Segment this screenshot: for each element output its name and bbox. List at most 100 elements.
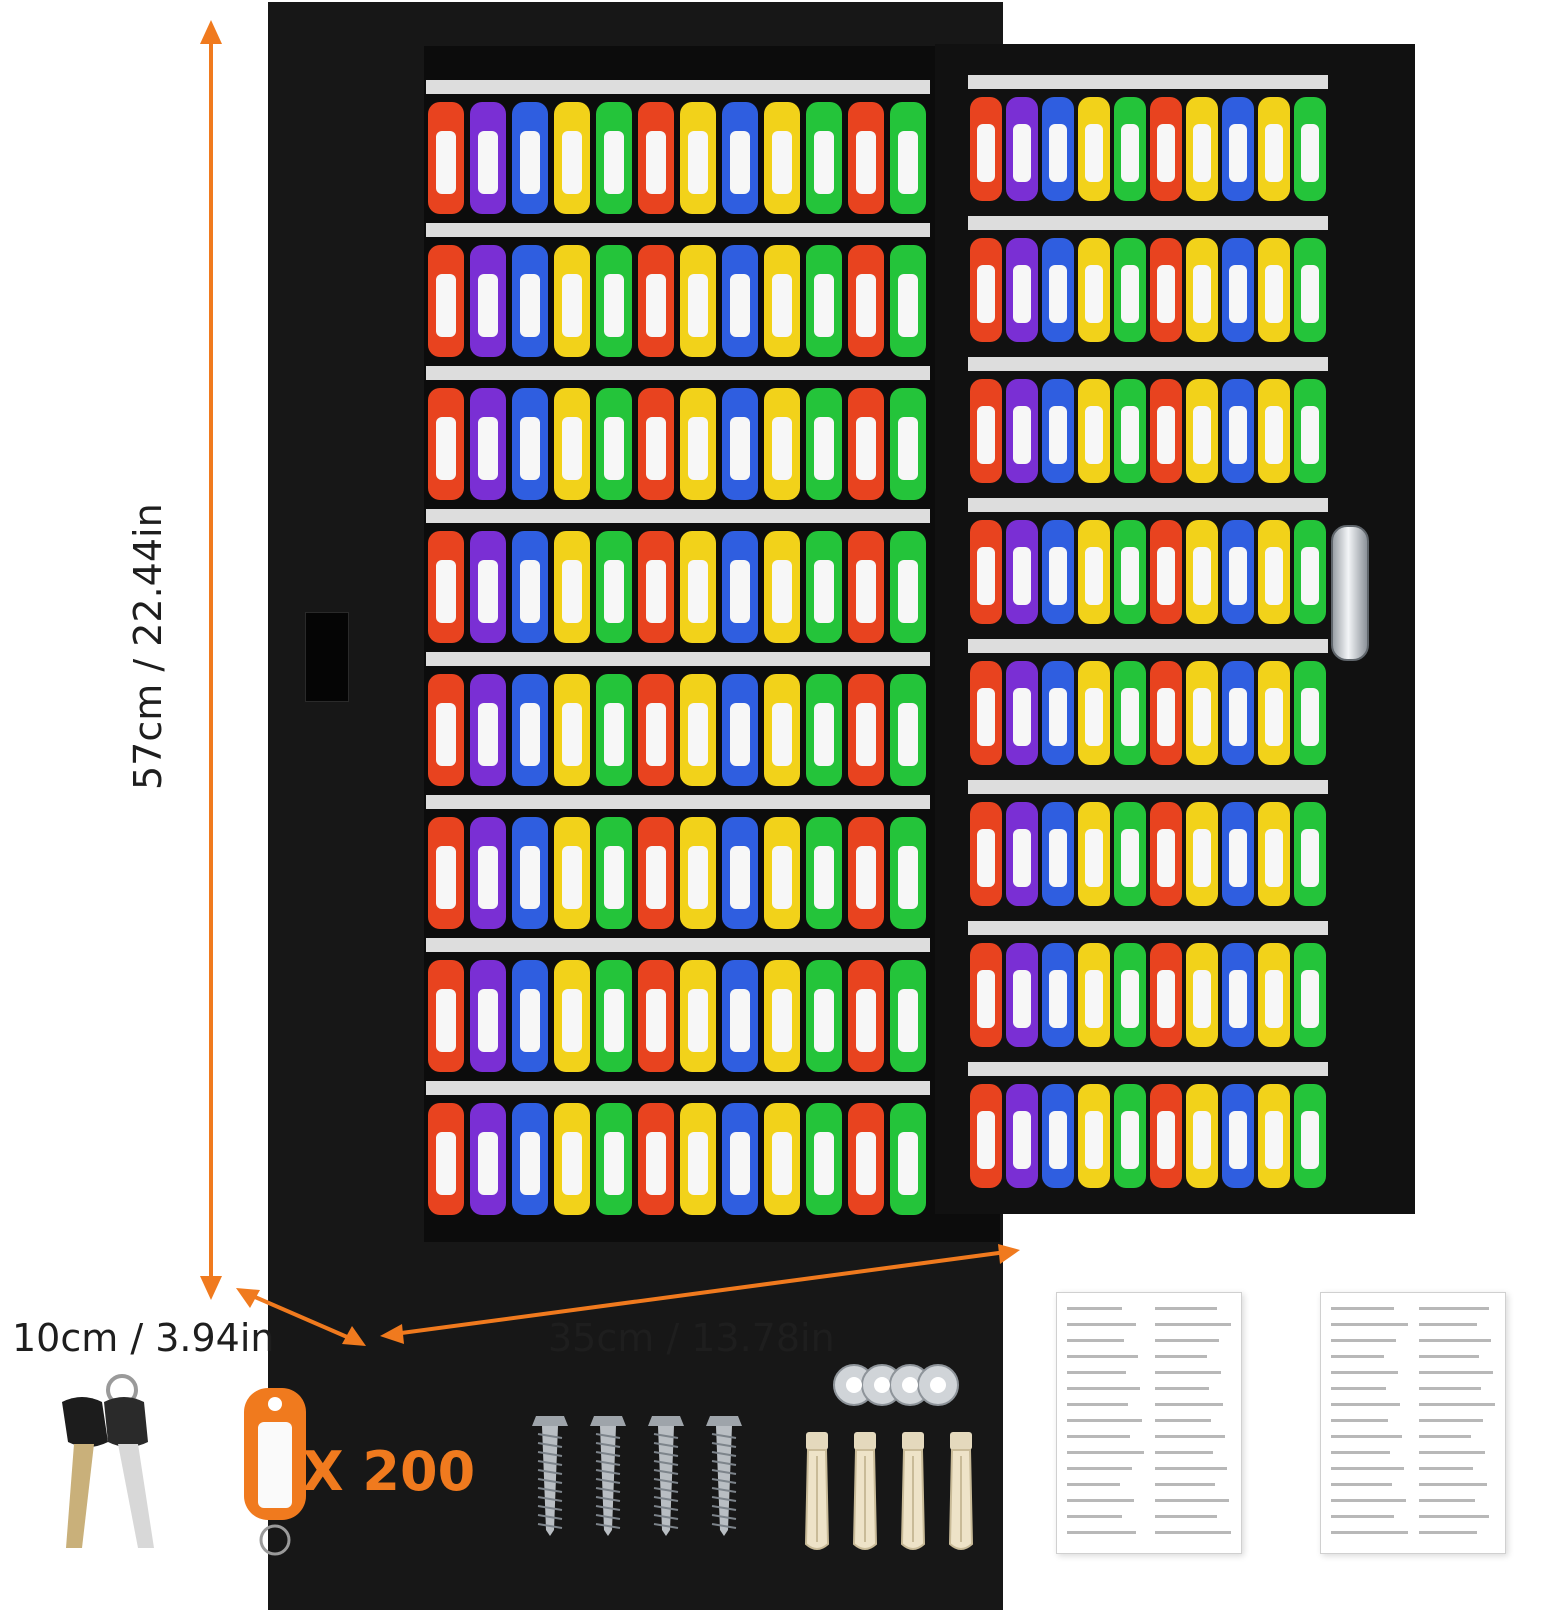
manual-text-line bbox=[1067, 1387, 1140, 1390]
key-tag-icon bbox=[240, 1382, 310, 1563]
hook-number-strip bbox=[426, 509, 930, 523]
depth-dimension-arrow-icon bbox=[236, 1288, 366, 1348]
key-tag bbox=[848, 1103, 884, 1215]
key-tag bbox=[1294, 520, 1326, 624]
key-icon bbox=[42, 1372, 172, 1557]
manual-text-line bbox=[1155, 1531, 1231, 1534]
hook-number-strip bbox=[426, 1081, 930, 1095]
key-tag-label-window bbox=[977, 406, 995, 465]
key-tag-label-window bbox=[435, 131, 457, 194]
key-tag bbox=[1150, 379, 1182, 483]
height-dimension-arrow-icon bbox=[196, 20, 226, 1300]
manual-text-line bbox=[1419, 1371, 1493, 1374]
hook-number-strip bbox=[968, 216, 1328, 230]
key-tag-label-window bbox=[435, 989, 457, 1052]
key-tag-label-window bbox=[729, 703, 751, 766]
tag-quantity-label: X 200 bbox=[302, 1440, 476, 1503]
key-tag-label-window bbox=[897, 417, 919, 480]
key-tag bbox=[806, 102, 842, 214]
key-tag bbox=[1258, 379, 1290, 483]
key-tag-label-window bbox=[897, 1132, 919, 1195]
key-tag bbox=[764, 102, 800, 214]
wall-anchor-set bbox=[800, 1432, 990, 1557]
key-tag bbox=[512, 531, 548, 643]
key-tag-label-window bbox=[1229, 970, 1247, 1029]
manual-text-line bbox=[1067, 1323, 1136, 1326]
key-tag-label-window bbox=[1229, 265, 1247, 324]
key-tag bbox=[470, 960, 506, 1072]
key-tag bbox=[970, 520, 1002, 624]
key-tag-label-window bbox=[977, 265, 995, 324]
key-tag-label-window bbox=[855, 560, 877, 623]
key-tag-label-window bbox=[1193, 265, 1211, 324]
key-tag bbox=[1042, 97, 1074, 201]
key-tag bbox=[970, 238, 1002, 342]
key-tag bbox=[428, 102, 464, 214]
manual-text-line bbox=[1155, 1403, 1223, 1406]
key-tag bbox=[764, 1103, 800, 1215]
key-tag-label-window bbox=[1265, 688, 1283, 747]
key-tag-label-window bbox=[813, 274, 835, 337]
key-tag-label-window bbox=[729, 560, 751, 623]
key-tag bbox=[470, 531, 506, 643]
key-tag-label-window bbox=[477, 989, 499, 1052]
key-tag bbox=[638, 245, 674, 357]
user-manual-page-2 bbox=[1320, 1292, 1506, 1554]
manual-text-line bbox=[1419, 1403, 1495, 1406]
hook-number-strip bbox=[968, 498, 1328, 512]
key-tag-label-window bbox=[813, 417, 835, 480]
key-tag bbox=[680, 245, 716, 357]
key-tag-label-window bbox=[519, 274, 541, 337]
key-tag bbox=[638, 1103, 674, 1215]
manual-text-line bbox=[1419, 1531, 1477, 1534]
key-tag bbox=[554, 960, 590, 1072]
hook-number-strip bbox=[968, 75, 1328, 89]
key-tag bbox=[970, 97, 1002, 201]
key-tag-label-window bbox=[813, 131, 835, 194]
hook-number-strip bbox=[426, 80, 930, 94]
key-tag-label-window bbox=[771, 274, 793, 337]
key-tag-label-window bbox=[435, 1132, 457, 1195]
manual-text-line bbox=[1067, 1371, 1126, 1374]
manual-text-line bbox=[1067, 1435, 1130, 1438]
key-tag-label-window bbox=[603, 560, 625, 623]
key-tag bbox=[512, 817, 548, 929]
manual-text-line bbox=[1155, 1419, 1211, 1422]
key-tag-label-window bbox=[645, 274, 667, 337]
key-tag bbox=[1042, 1084, 1074, 1188]
key-tag bbox=[1042, 661, 1074, 765]
width-dimension-arrow-icon bbox=[380, 1244, 1020, 1344]
key-tag-label-window bbox=[1301, 829, 1319, 888]
key-tag bbox=[1186, 520, 1218, 624]
key-tag bbox=[1186, 97, 1218, 201]
manual-text-line bbox=[1419, 1483, 1487, 1486]
key-tag-label-window bbox=[729, 989, 751, 1052]
key-tag bbox=[1186, 943, 1218, 1047]
manual-text-line bbox=[1155, 1467, 1227, 1470]
key-tag-label-window bbox=[1049, 688, 1067, 747]
key-tag bbox=[1078, 97, 1110, 201]
key-tag-label-window bbox=[977, 829, 995, 888]
wall-anchor-icon bbox=[896, 1432, 930, 1559]
key-tag bbox=[806, 245, 842, 357]
key-tag bbox=[1150, 1084, 1182, 1188]
key-tag-label-window bbox=[561, 703, 583, 766]
screw-set bbox=[530, 1412, 770, 1542]
key-tag-label-window bbox=[1265, 547, 1283, 606]
key-tag bbox=[1294, 379, 1326, 483]
key-tag-label-window bbox=[1085, 124, 1103, 183]
key-tag-label-window bbox=[561, 846, 583, 909]
key-tag-label-window bbox=[603, 846, 625, 909]
key-tag-label-window bbox=[897, 131, 919, 194]
hook-number-strip bbox=[426, 366, 930, 380]
key-tag-label-window bbox=[477, 131, 499, 194]
key-tag-label-window bbox=[1193, 547, 1211, 606]
key-tag bbox=[1222, 943, 1254, 1047]
key-tag-label-window bbox=[1193, 406, 1211, 465]
manual-text-line bbox=[1067, 1355, 1138, 1358]
manual-text-line bbox=[1067, 1419, 1142, 1422]
key-tag-label-window bbox=[1265, 124, 1283, 183]
key-tag bbox=[1150, 238, 1182, 342]
key-tag bbox=[1294, 661, 1326, 765]
key-tag-label-window bbox=[771, 131, 793, 194]
